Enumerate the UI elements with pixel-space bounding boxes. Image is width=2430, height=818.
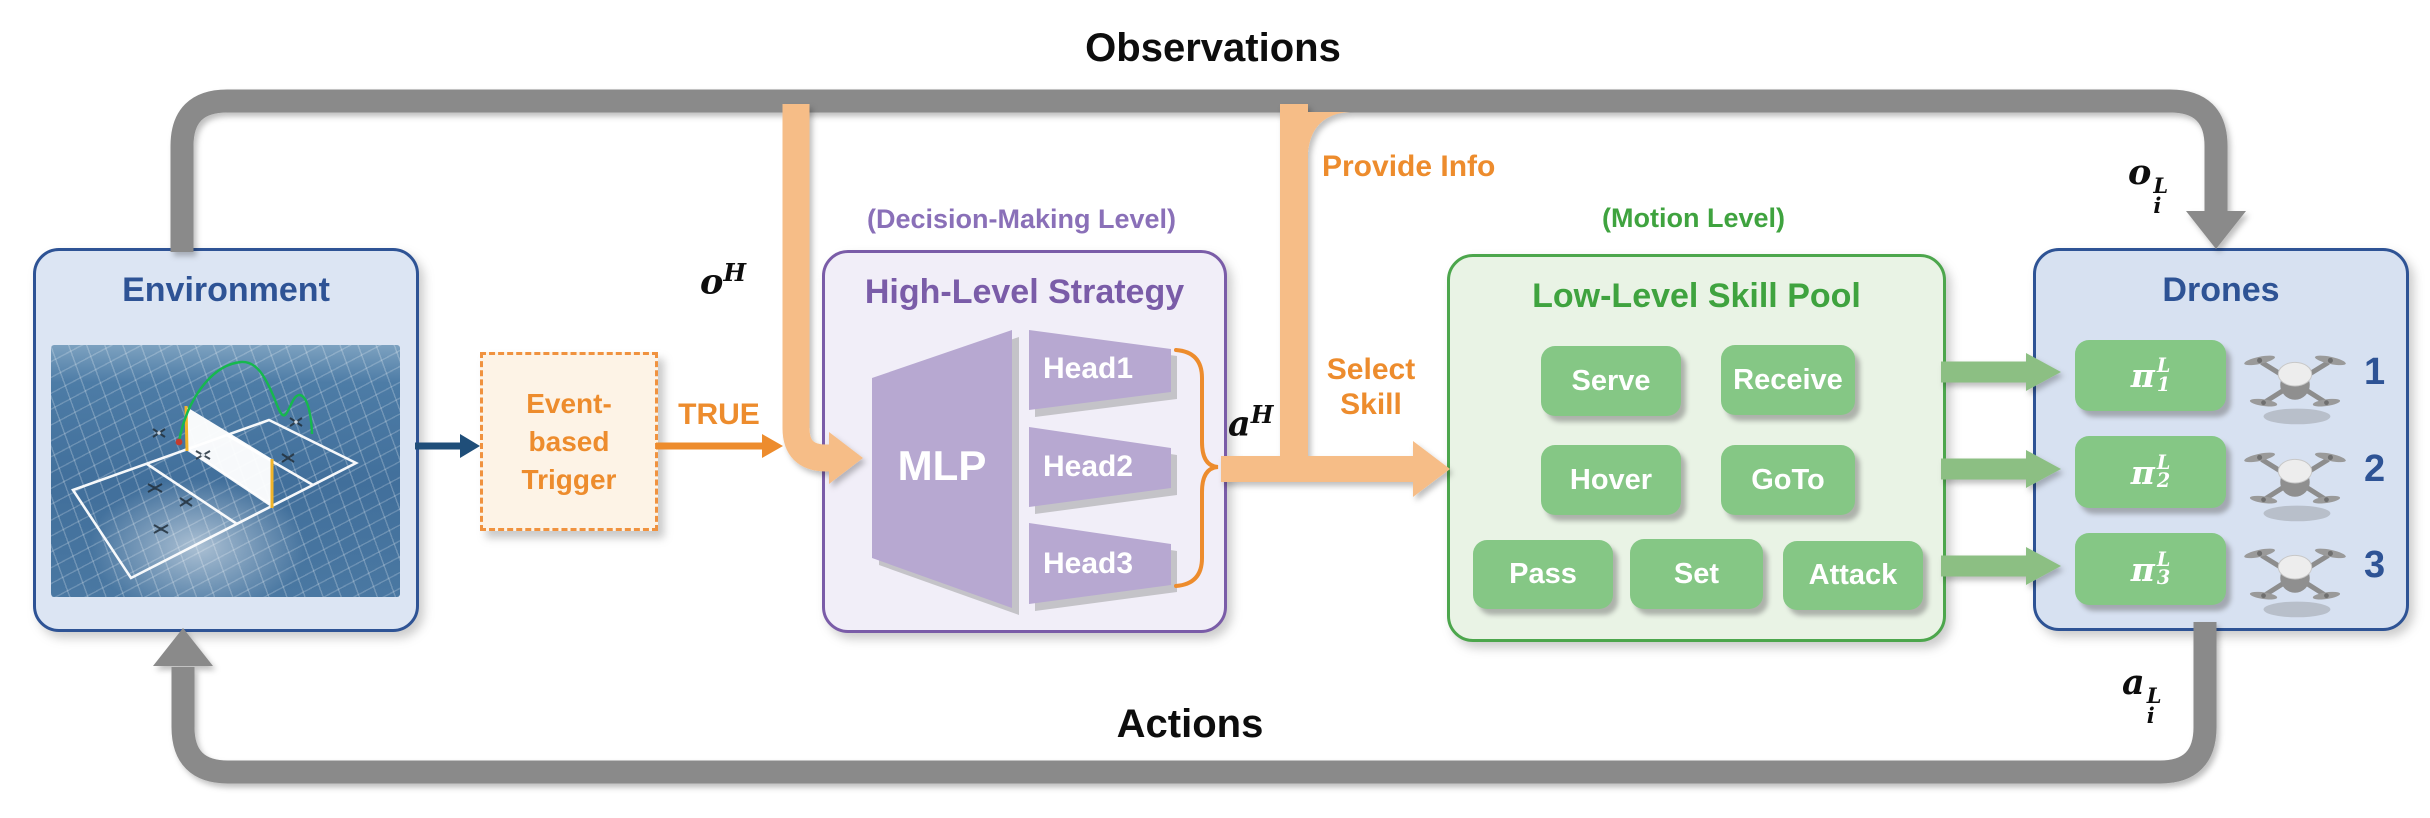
observations-label: Observations bbox=[1085, 26, 1341, 70]
head1-label: Head1 bbox=[1042, 352, 1134, 385]
actions-pipe bbox=[153, 622, 2217, 784]
high-level-strategy-title: High-Level Strategy bbox=[864, 273, 1185, 311]
environment-title: Environment bbox=[122, 271, 330, 309]
skill-button-attack: Attack bbox=[1783, 541, 1923, 610]
provide-info-label: Provide Info bbox=[1322, 150, 1496, 183]
a-high-label: aH bbox=[1228, 400, 1274, 445]
true-arrow bbox=[656, 434, 783, 458]
skill-pool-box: Low-Level Skill Pool Serve Receive Hover… bbox=[1447, 254, 1946, 642]
env-to-trigger-arrow bbox=[415, 434, 480, 458]
volleyball-scene-illustration bbox=[71, 360, 359, 580]
drone-icon-3 bbox=[2236, 528, 2354, 624]
skill-button-goto: GoTo bbox=[1721, 445, 1855, 515]
actions-label: Actions bbox=[1116, 702, 1264, 746]
skill-button-serve: Serve bbox=[1541, 346, 1681, 416]
trigger-label-line1: Event- bbox=[526, 387, 612, 419]
drones-title: Drones bbox=[2162, 271, 2280, 309]
skill-button-set: Set bbox=[1630, 539, 1763, 609]
observations-arrowhead bbox=[2186, 211, 2246, 249]
head3-label: Head3 bbox=[1042, 547, 1134, 580]
o-high-label: oH bbox=[700, 258, 747, 303]
environment-box: Environment bbox=[33, 248, 419, 632]
head2-label: Head2 bbox=[1042, 450, 1134, 483]
true-label: TRUE bbox=[678, 398, 760, 431]
skill-button-pass: Pass bbox=[1473, 540, 1613, 609]
skill-button-receive: Receive bbox=[1721, 345, 1855, 415]
drone-icon-2 bbox=[2236, 432, 2354, 528]
mlp-label: MLP bbox=[897, 442, 987, 489]
decision-level-caption: (Decision-Making Level) bbox=[866, 204, 1177, 234]
pipe-fillet bbox=[1308, 112, 1350, 152]
motion-level-caption: (Motion Level) bbox=[1602, 203, 1785, 233]
actions-arrowhead bbox=[153, 628, 213, 666]
drone-number-2: 2 bbox=[2364, 448, 2386, 490]
select-skill-arrowhead bbox=[1413, 441, 1450, 497]
select-skill-label: Select Skill bbox=[1326, 353, 1416, 421]
trigger-label-line2: based bbox=[528, 425, 610, 457]
environment-scene bbox=[51, 345, 400, 597]
net bbox=[185, 406, 272, 506]
ball-trajectory bbox=[177, 360, 314, 442]
drone-number-3: 3 bbox=[2364, 544, 2386, 586]
mini-drones bbox=[147, 417, 303, 534]
drone-number-1: 1 bbox=[2364, 351, 2386, 393]
trigger-label-line3: Trigger bbox=[521, 463, 617, 495]
drone-icon-1 bbox=[2236, 335, 2354, 431]
skill-button-hover: Hover bbox=[1541, 445, 1681, 515]
event-trigger-box: Event- based Trigger bbox=[480, 352, 658, 531]
ball bbox=[175, 438, 183, 446]
skill-pool-title: Low-Level Skill Pool bbox=[1532, 277, 1861, 315]
